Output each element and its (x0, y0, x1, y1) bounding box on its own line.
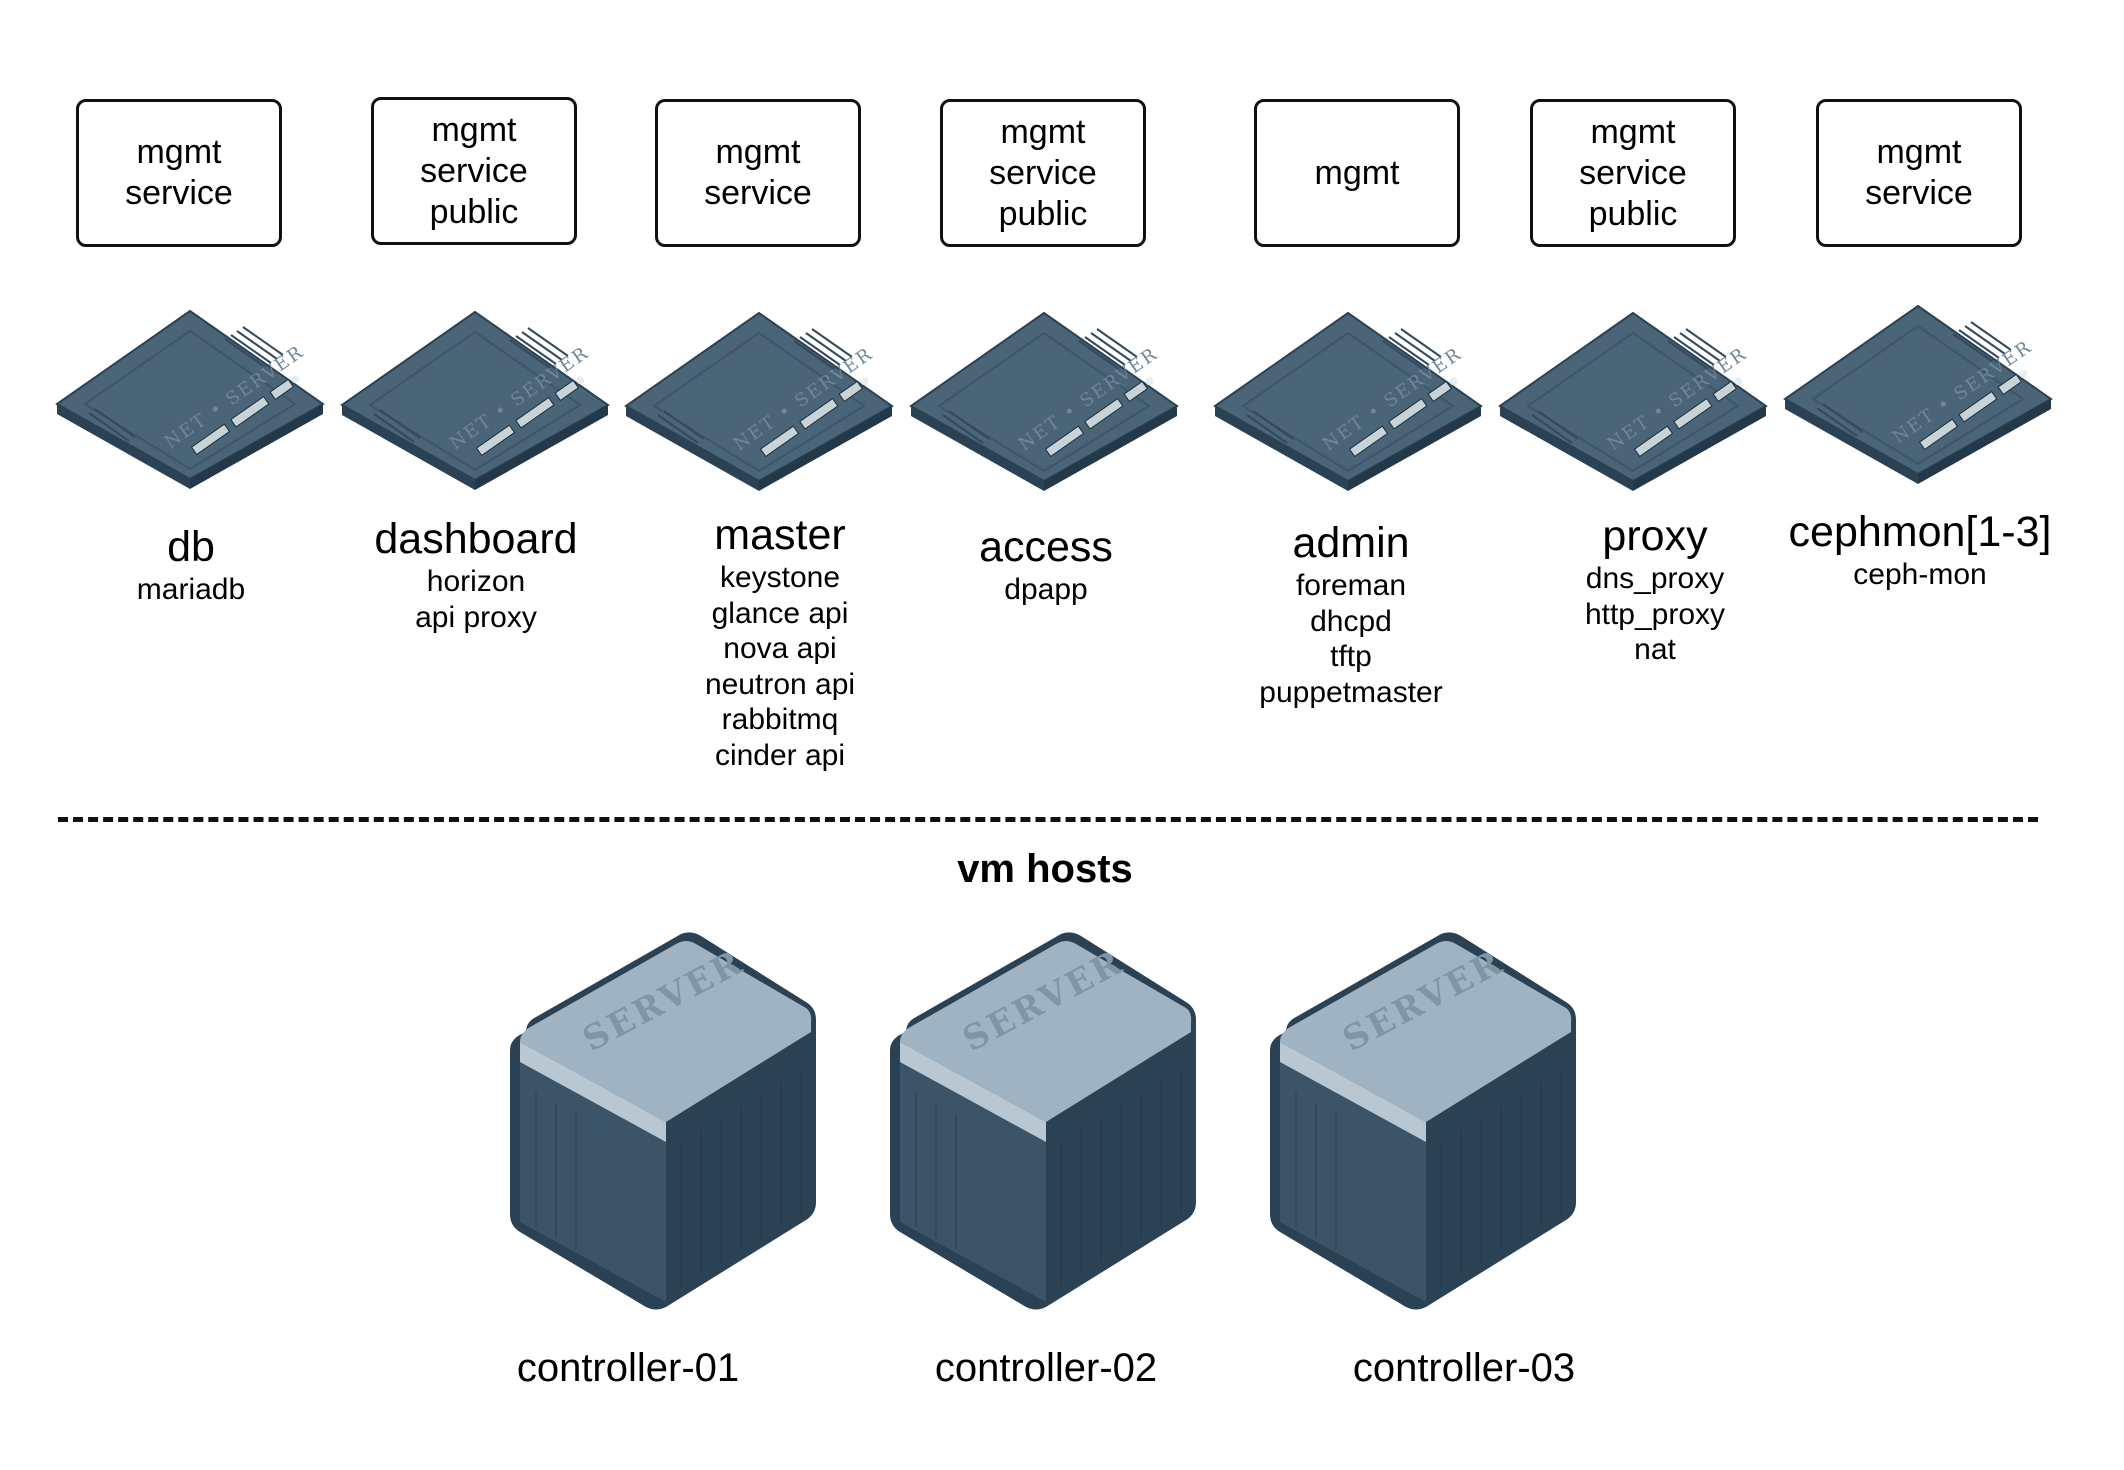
net-server-icon: NET • SERVER (1783, 304, 2053, 484)
network-name: service (1865, 174, 1973, 212)
service-name: horizon (426, 565, 526, 598)
network-name: mgmt (1000, 112, 1086, 151)
vm-name: dashboard (374, 515, 578, 563)
host-name: controller-03 (1352, 1346, 1576, 1390)
service-name: tftp (1330, 640, 1372, 673)
service-name: neutron api (704, 667, 856, 701)
server-tower-icon: SERVER (1266, 932, 1576, 1312)
network-name: service (1579, 153, 1687, 192)
vm-name: proxy (1602, 512, 1708, 560)
service-name: mariadb (136, 573, 246, 606)
network-name: public (429, 192, 519, 231)
vm-hosts-title: vm hosts (957, 847, 1133, 891)
service-name: api proxy (415, 600, 537, 634)
server-tower-icon: SERVER (506, 932, 816, 1312)
vm-name: master (714, 511, 846, 559)
network-name: service (989, 153, 1097, 192)
service-list: ceph-mon (1770, 557, 2070, 593)
net-server-icon: NET • SERVER (624, 311, 894, 491)
net-server-icon: NET • SERVER (1498, 311, 1768, 491)
service-name: glance api (711, 596, 849, 630)
network-name: service (420, 151, 528, 190)
network-name: public (998, 194, 1088, 233)
vm-name: access (979, 523, 1113, 571)
service-name: dns_proxy (1585, 562, 1725, 595)
service-list: dpapp (896, 572, 1196, 608)
network-name: mgmt (715, 133, 801, 171)
server-tower-icon: SERVER (886, 932, 1196, 1312)
network-box: mgmt (1254, 99, 1460, 247)
network-name: mgmt (1876, 133, 1962, 171)
network-name: mgmt (431, 110, 517, 149)
service-name: keystone (719, 561, 841, 594)
net-server-icon: NET • SERVER (340, 310, 610, 490)
network-list: mgmt (1315, 153, 1400, 194)
network-name: public (1588, 194, 1678, 233)
net-server-icon: NET • SERVER (909, 311, 1179, 491)
network-name: mgmt (1590, 112, 1676, 151)
host-name: controller-02 (934, 1346, 1158, 1390)
service-list: mariadb (41, 572, 341, 608)
vm-name: db (167, 523, 215, 571)
service-name: foreman (1295, 569, 1407, 602)
service-name: ceph-mon (1853, 558, 1987, 591)
net-server-icon: NET • SERVER (55, 309, 325, 489)
net-server-icon: NET • SERVER (1213, 311, 1483, 491)
service-name: puppetmaster (1259, 675, 1443, 709)
service-name: rabbitmq (721, 703, 839, 736)
service-name: cinder api (714, 738, 846, 772)
vm-label: cephmon[1-3]ceph-mon (1770, 507, 2070, 593)
vm-name: admin (1292, 519, 1410, 567)
service-name: dhcpd (1310, 604, 1392, 638)
network-name: mgmt (1314, 153, 1400, 192)
network-name: service (125, 174, 233, 212)
network-name: service (704, 174, 812, 212)
network-name: mgmt (136, 133, 222, 171)
service-name: nat (1634, 633, 1676, 666)
dashed-divider (58, 817, 2038, 822)
service-name: http_proxy (1584, 597, 1726, 631)
vm-name: cephmon[1-3] (1788, 508, 2052, 556)
service-name: nova api (723, 632, 837, 665)
host-name: controller-01 (516, 1346, 740, 1390)
service-name: dpapp (1004, 573, 1088, 606)
